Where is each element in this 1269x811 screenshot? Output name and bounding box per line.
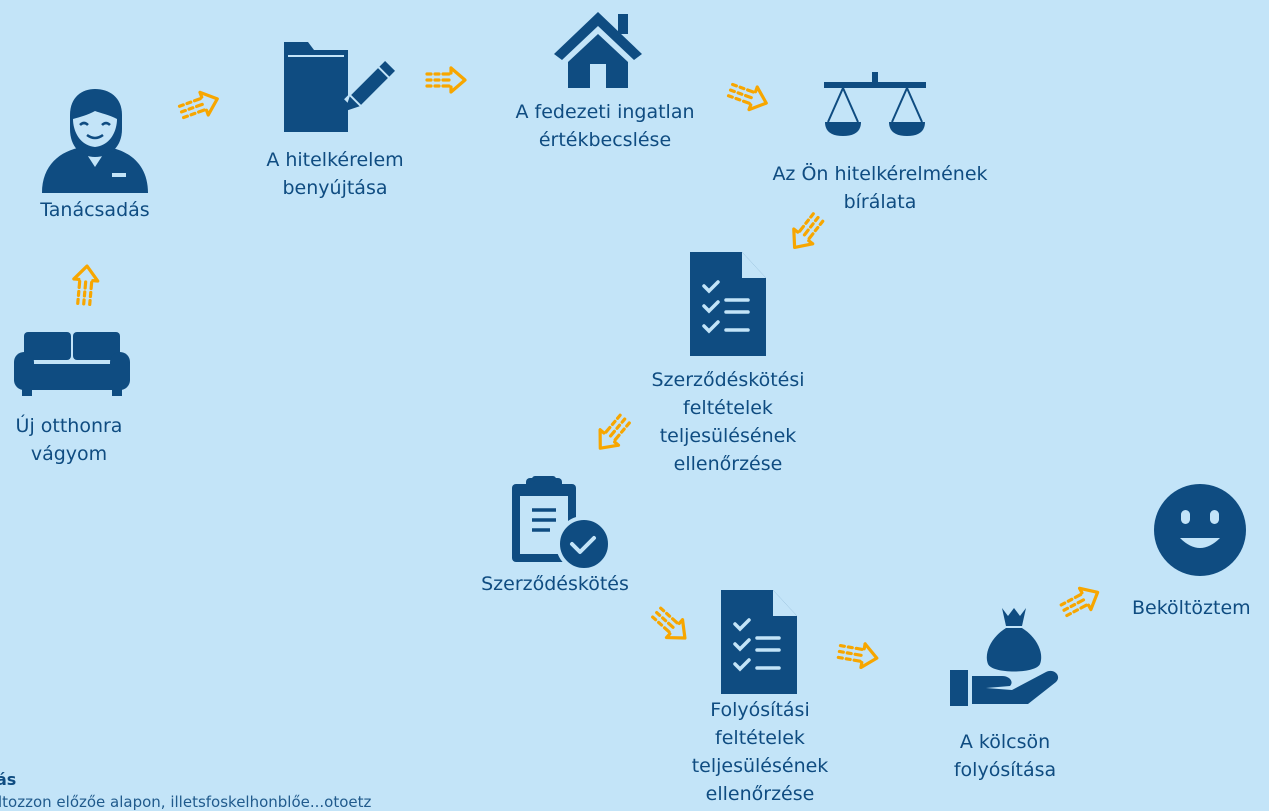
- step-label-line: Szerződéskötés: [481, 573, 629, 595]
- step-label-line: ellenőrzése: [673, 453, 783, 475]
- smiley-face-icon: [1154, 484, 1246, 576]
- flow-arrow-3: [425, 66, 467, 94]
- step-label-line: Tanácsadás: [40, 199, 150, 221]
- step-label-line: Folyósítási: [710, 699, 810, 721]
- house-icon: [554, 12, 642, 88]
- step-label-line: értékbecslése: [538, 129, 672, 151]
- footnote-text: ltozzon előzőe alapon, illetsfoskelhonbl…: [0, 793, 372, 811]
- checklist-document-icon: [721, 590, 797, 694]
- flow-arrow-8: [835, 638, 881, 672]
- step-label-consulting: Tanácsadás: [20, 196, 170, 224]
- step-label-line: teljesülésének: [691, 755, 829, 777]
- step-label-application: A hitelkérelem benyújtása: [240, 146, 430, 202]
- step-label-line: A kölcsön: [959, 731, 1051, 753]
- step-label-moved-in: Beköltöztem: [1132, 594, 1269, 622]
- flow-arrow-4: [724, 77, 772, 116]
- step-label-line: A hitelkérelem: [266, 149, 404, 171]
- step-label-line: bírálata: [843, 191, 917, 213]
- money-bag-hand-icon: [950, 608, 1059, 706]
- step-label-line: Új otthonra: [15, 415, 123, 437]
- step-label-line: teljesülésének: [659, 425, 797, 447]
- step-label-line: Az Ön hitelkérelmének: [772, 163, 988, 185]
- scales-icon: [824, 72, 926, 136]
- flow-arrow-9: [1056, 580, 1105, 623]
- advisor-person-icon: [42, 89, 148, 193]
- step-label-valuation: A fedezeti ingatlan értékbecslése: [485, 98, 725, 154]
- step-label-new-home: Új otthonra vágyom: [0, 412, 144, 468]
- step-label-line: feltételek: [715, 727, 805, 749]
- sofa-icon: [14, 332, 130, 396]
- footnote-title: ás: [0, 770, 17, 789]
- flow-arrow-5: [783, 208, 830, 257]
- step-label-contract-conditions: Szerződéskötési feltételek teljesüléséne…: [618, 366, 838, 478]
- step-label-line: vágyom: [30, 443, 108, 465]
- step-label-assessment: Az Ön hitelkérelmének bírálata: [745, 160, 1015, 216]
- folder-pencil-icon: [284, 42, 398, 132]
- flow-arrow-7: [647, 602, 695, 649]
- checklist-document-icon: [690, 252, 766, 356]
- step-label-line: folyósítása: [953, 759, 1057, 781]
- step-label-line: ellenőrzése: [705, 783, 815, 805]
- step-label-line: benyújtása: [282, 177, 388, 199]
- step-label-line: Szerződéskötési: [651, 369, 805, 391]
- step-label-line: Beköltöztem: [1132, 597, 1251, 619]
- step-label-line: A fedezeti ingatlan: [515, 101, 695, 123]
- step-label-line: feltételek: [683, 397, 773, 419]
- flow-arrow-1: [70, 263, 101, 307]
- step-label-disbursement: A kölcsön folyósítása: [915, 728, 1095, 784]
- clipboard-check-icon: [512, 476, 612, 572]
- step-label-contracting: Szerződéskötés: [455, 570, 655, 598]
- flow-arrow-2: [175, 86, 223, 125]
- step-label-disbursement-conditions: Folyósítási feltételek teljesülésének el…: [650, 696, 870, 808]
